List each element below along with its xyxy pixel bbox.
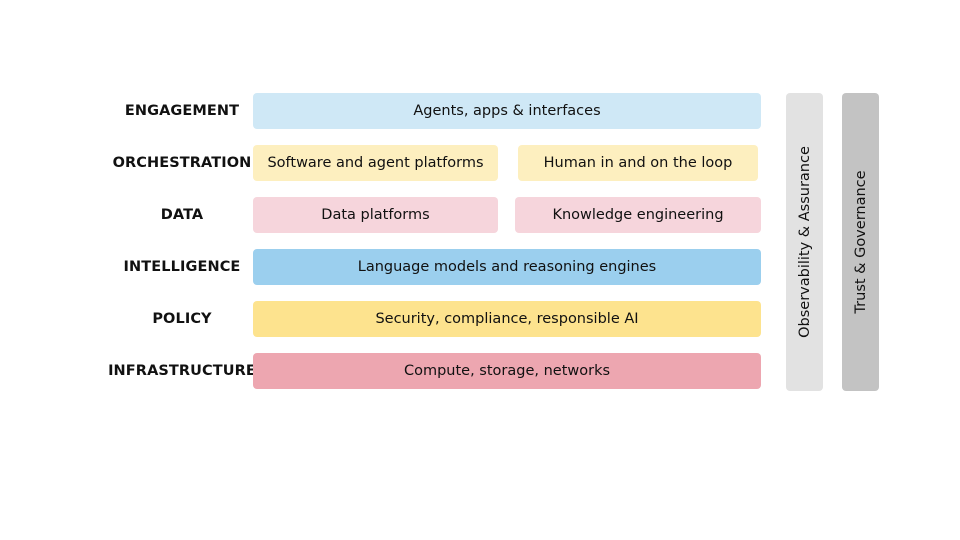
observability-assurance-bar: Observability & Assurance	[786, 93, 823, 391]
layer-label-infrastructure: INFRASTRUCTURE	[108, 363, 256, 379]
data-box-data-platforms: Data platforms	[253, 197, 498, 233]
observability-assurance-label: Observability & Assurance	[796, 146, 813, 338]
orchestration-box-software-agent-platforms: Software and agent platforms	[253, 145, 498, 181]
orchestration-box-human-loop: Human in and on the loop	[518, 145, 758, 181]
layer-label-data: DATA	[160, 207, 204, 223]
trust-governance-label: Trust & Governance	[852, 170, 869, 314]
layer-label-orchestration: ORCHESTRATION	[112, 155, 252, 171]
infrastructure-box: Compute, storage, networks	[253, 353, 761, 389]
layer-label-intelligence: INTELLIGENCE	[123, 259, 241, 275]
layer-label-engagement: ENGAGEMENT	[124, 103, 240, 119]
trust-governance-bar: Trust & Governance	[842, 93, 879, 391]
intelligence-box: Language models and reasoning engines	[253, 249, 761, 285]
layer-label-policy: POLICY	[152, 311, 212, 327]
data-box-knowledge-engineering: Knowledge engineering	[515, 197, 761, 233]
engagement-box: Agents, apps & interfaces	[253, 93, 761, 129]
policy-box: Security, compliance, responsible AI	[253, 301, 761, 337]
